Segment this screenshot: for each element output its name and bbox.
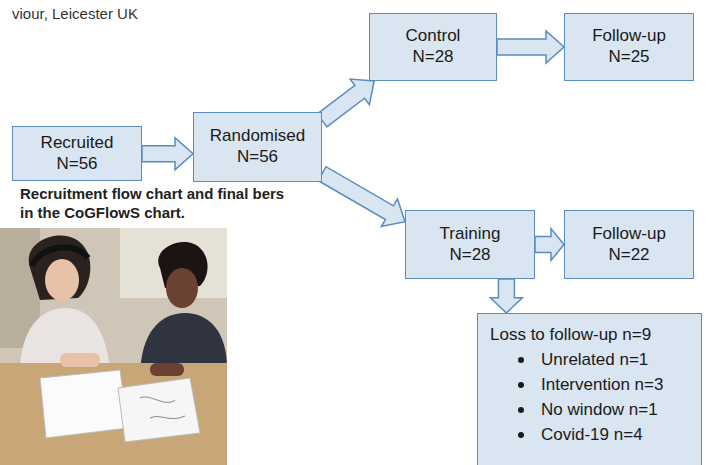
box-text: Follow-up N=25: [579, 26, 679, 67]
bullet-dot: [518, 407, 524, 413]
bullet-dot: [518, 382, 524, 388]
bullet-item: Intervention n=3: [488, 372, 691, 397]
box-text: Training N=28: [420, 224, 520, 265]
figure-caption: Recruitment flow chart and final bers in…: [20, 184, 290, 222]
process-box: Follow-up N=25: [564, 13, 694, 81]
table: [0, 363, 227, 465]
box-text: Follow-up N=22: [579, 224, 679, 265]
hand: [60, 353, 100, 367]
process-box: Recruited N=56: [12, 126, 142, 181]
paper: [40, 370, 128, 438]
process-box: Randomised N=56: [193, 112, 322, 182]
bullet-item: Unrelated n=1: [488, 347, 691, 372]
process-box: Follow-up N=22: [564, 210, 694, 279]
paper: [118, 378, 200, 442]
bullet-item: No window n=1: [488, 397, 691, 422]
block-arrow: [497, 31, 564, 63]
block-arrow: [318, 167, 405, 227]
bullet-dot: [518, 432, 524, 438]
left-shirt: [20, 308, 110, 368]
bullet-dot: [518, 357, 524, 363]
box-text: Control N=28: [393, 26, 473, 67]
block-arrow: [490, 279, 522, 313]
box-text: Recruited N=56: [27, 133, 127, 174]
item-text: Unrelated n=1: [541, 347, 648, 372]
heading-text: Loss to follow-up n=9: [490, 325, 651, 346]
hand: [150, 363, 184, 376]
loss-box: Loss to follow-up n=9Unrelated n=1Interv…: [477, 313, 702, 465]
item-text: Covid-19 n=4: [541, 422, 643, 447]
photo-illustration: [0, 228, 227, 465]
item-text: Intervention n=3: [541, 372, 663, 397]
wall: [0, 228, 227, 465]
left-hair: [29, 235, 91, 300]
process-box: Training N=28: [405, 210, 535, 279]
affiliation-text: viour, Leicester UK: [12, 5, 138, 22]
box-text: Randomised N=56: [208, 126, 308, 167]
block-arrow: [535, 229, 564, 261]
left-face: [45, 259, 79, 301]
bullet-item: Covid-19 n=4: [488, 422, 691, 447]
item-text: No window n=1: [541, 397, 658, 422]
box-heading: Loss to follow-up n=9: [490, 322, 691, 347]
sketch: [140, 397, 185, 419]
block-arrow: [317, 79, 374, 127]
right-face: [166, 268, 198, 308]
process-box: Control N=28: [369, 13, 497, 81]
block-arrow: [142, 138, 193, 170]
